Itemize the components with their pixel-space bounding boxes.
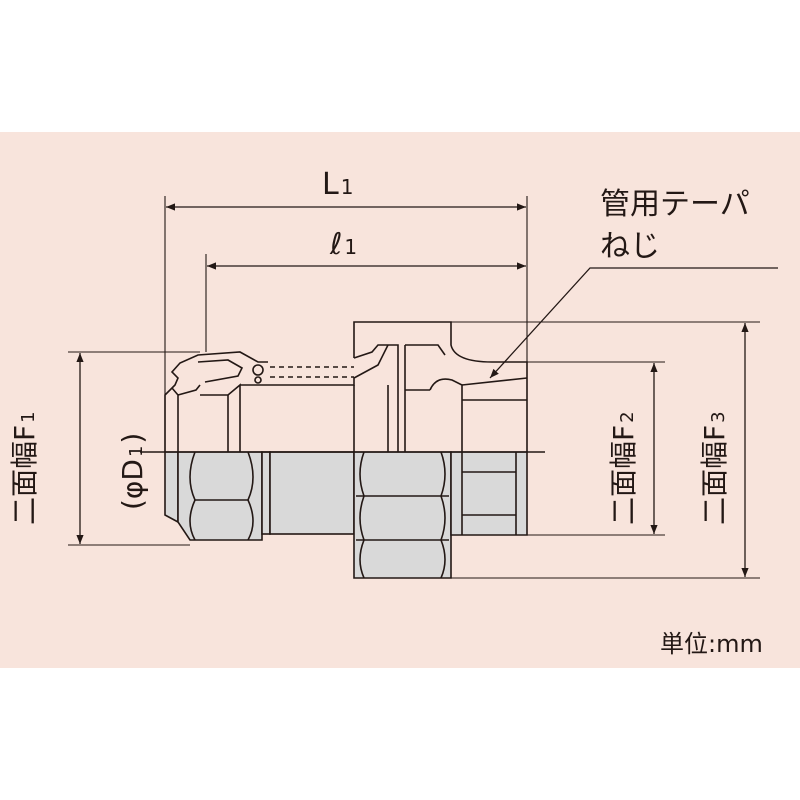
label-taper-line2: ねじ (600, 229, 660, 264)
label-F1: 二面幅F1 (8, 411, 41, 525)
taper-leader (489, 267, 778, 379)
fitting-lower-half (164, 451, 528, 579)
fitting-upper-half (164, 321, 528, 452)
label-D1: (φD1) (116, 433, 149, 510)
label-taper-line1: 管用テーパ (600, 187, 750, 222)
extension-lines (68, 196, 760, 579)
dimension-lines (76, 203, 778, 577)
label-F2: 二面幅F2 (607, 411, 640, 525)
label-F3: 二面幅F3 (698, 411, 731, 525)
unit-label: 単位:mm (660, 630, 763, 658)
